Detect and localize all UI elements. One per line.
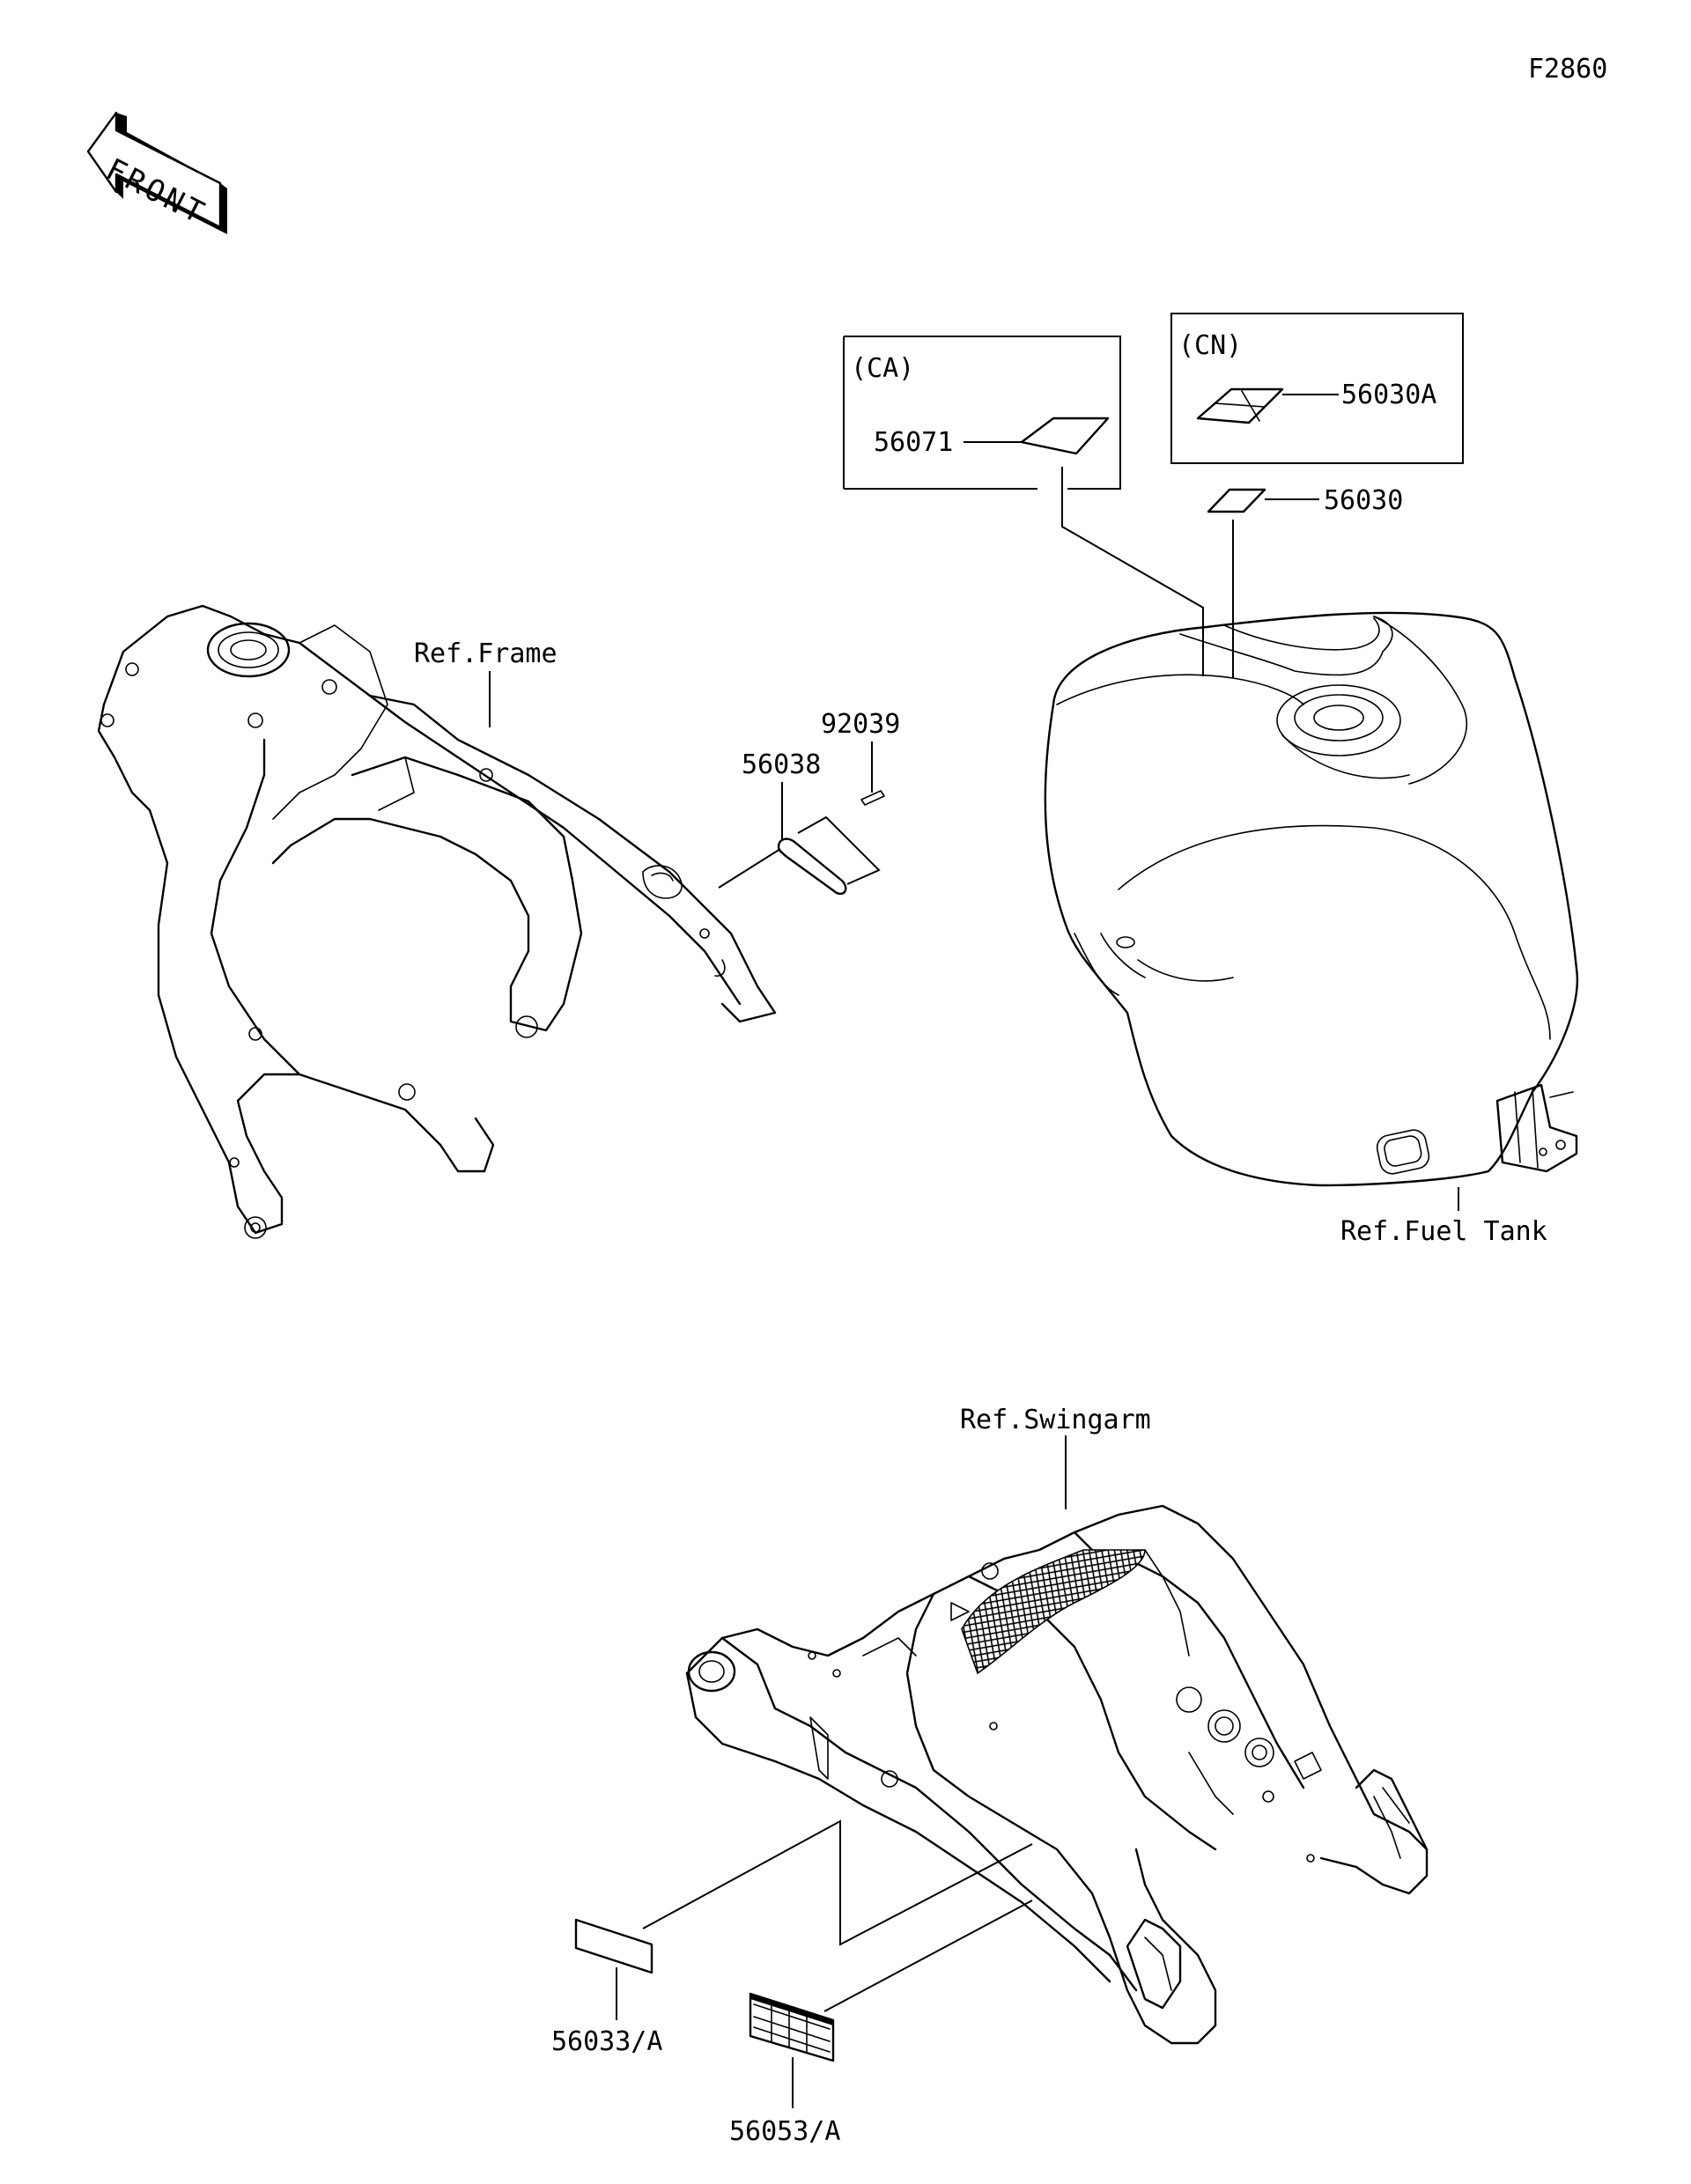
fuel-tank-drawing: [1044, 611, 1579, 1187]
part-56038-92039: 92039 56038: [718, 709, 900, 896]
figure-code: F2860: [1528, 54, 1607, 85]
ref-frame[interactable]: Ref.Frame: [414, 638, 558, 669]
part-number-56030A[interactable]: 56030A: [1341, 380, 1436, 410]
part-number-56030[interactable]: 56030: [1324, 485, 1403, 516]
part-56030: 56030: [1207, 485, 1403, 678]
label-decal-56030A-icon: [1196, 387, 1284, 424]
part-number-56053A[interactable]: 56053/A: [729, 2116, 840, 2147]
cn-group-label: (CN): [1178, 330, 1242, 361]
ca-group: (CA) 56071: [843, 336, 1121, 490]
part-number-92039[interactable]: 92039: [821, 709, 900, 740]
part-number-56033A[interactable]: 56033/A: [551, 2026, 662, 2057]
ref-fuel-tank[interactable]: Ref.Fuel Tank: [1340, 1216, 1547, 1247]
part-number-56038[interactable]: 56038: [742, 749, 821, 780]
swingarm-drawing: [685, 1504, 1429, 2045]
part-number-56071[interactable]: 56071: [874, 427, 953, 458]
ref-swingarm[interactable]: Ref.Swingarm: [960, 1405, 1151, 1435]
ca-group-label: (CA): [851, 353, 914, 384]
part-56033-56053: 56033/A 56053/A: [551, 1819, 1033, 2147]
grommet-56038-icon: [777, 837, 847, 896]
label-decal-56033A-icon: [574, 1918, 654, 1974]
screw-92039-icon: [860, 790, 885, 806]
front-direction-arrow-icon: FRONT: [86, 111, 227, 234]
label-decal-56030-icon: [1207, 488, 1266, 513]
frame-drawing: [97, 604, 777, 1239]
cn-group: (CN) 56030A: [1170, 313, 1464, 464]
label-decal-56071-icon: [1020, 417, 1110, 455]
label-decal-56053A-icon: [749, 1992, 835, 2062]
